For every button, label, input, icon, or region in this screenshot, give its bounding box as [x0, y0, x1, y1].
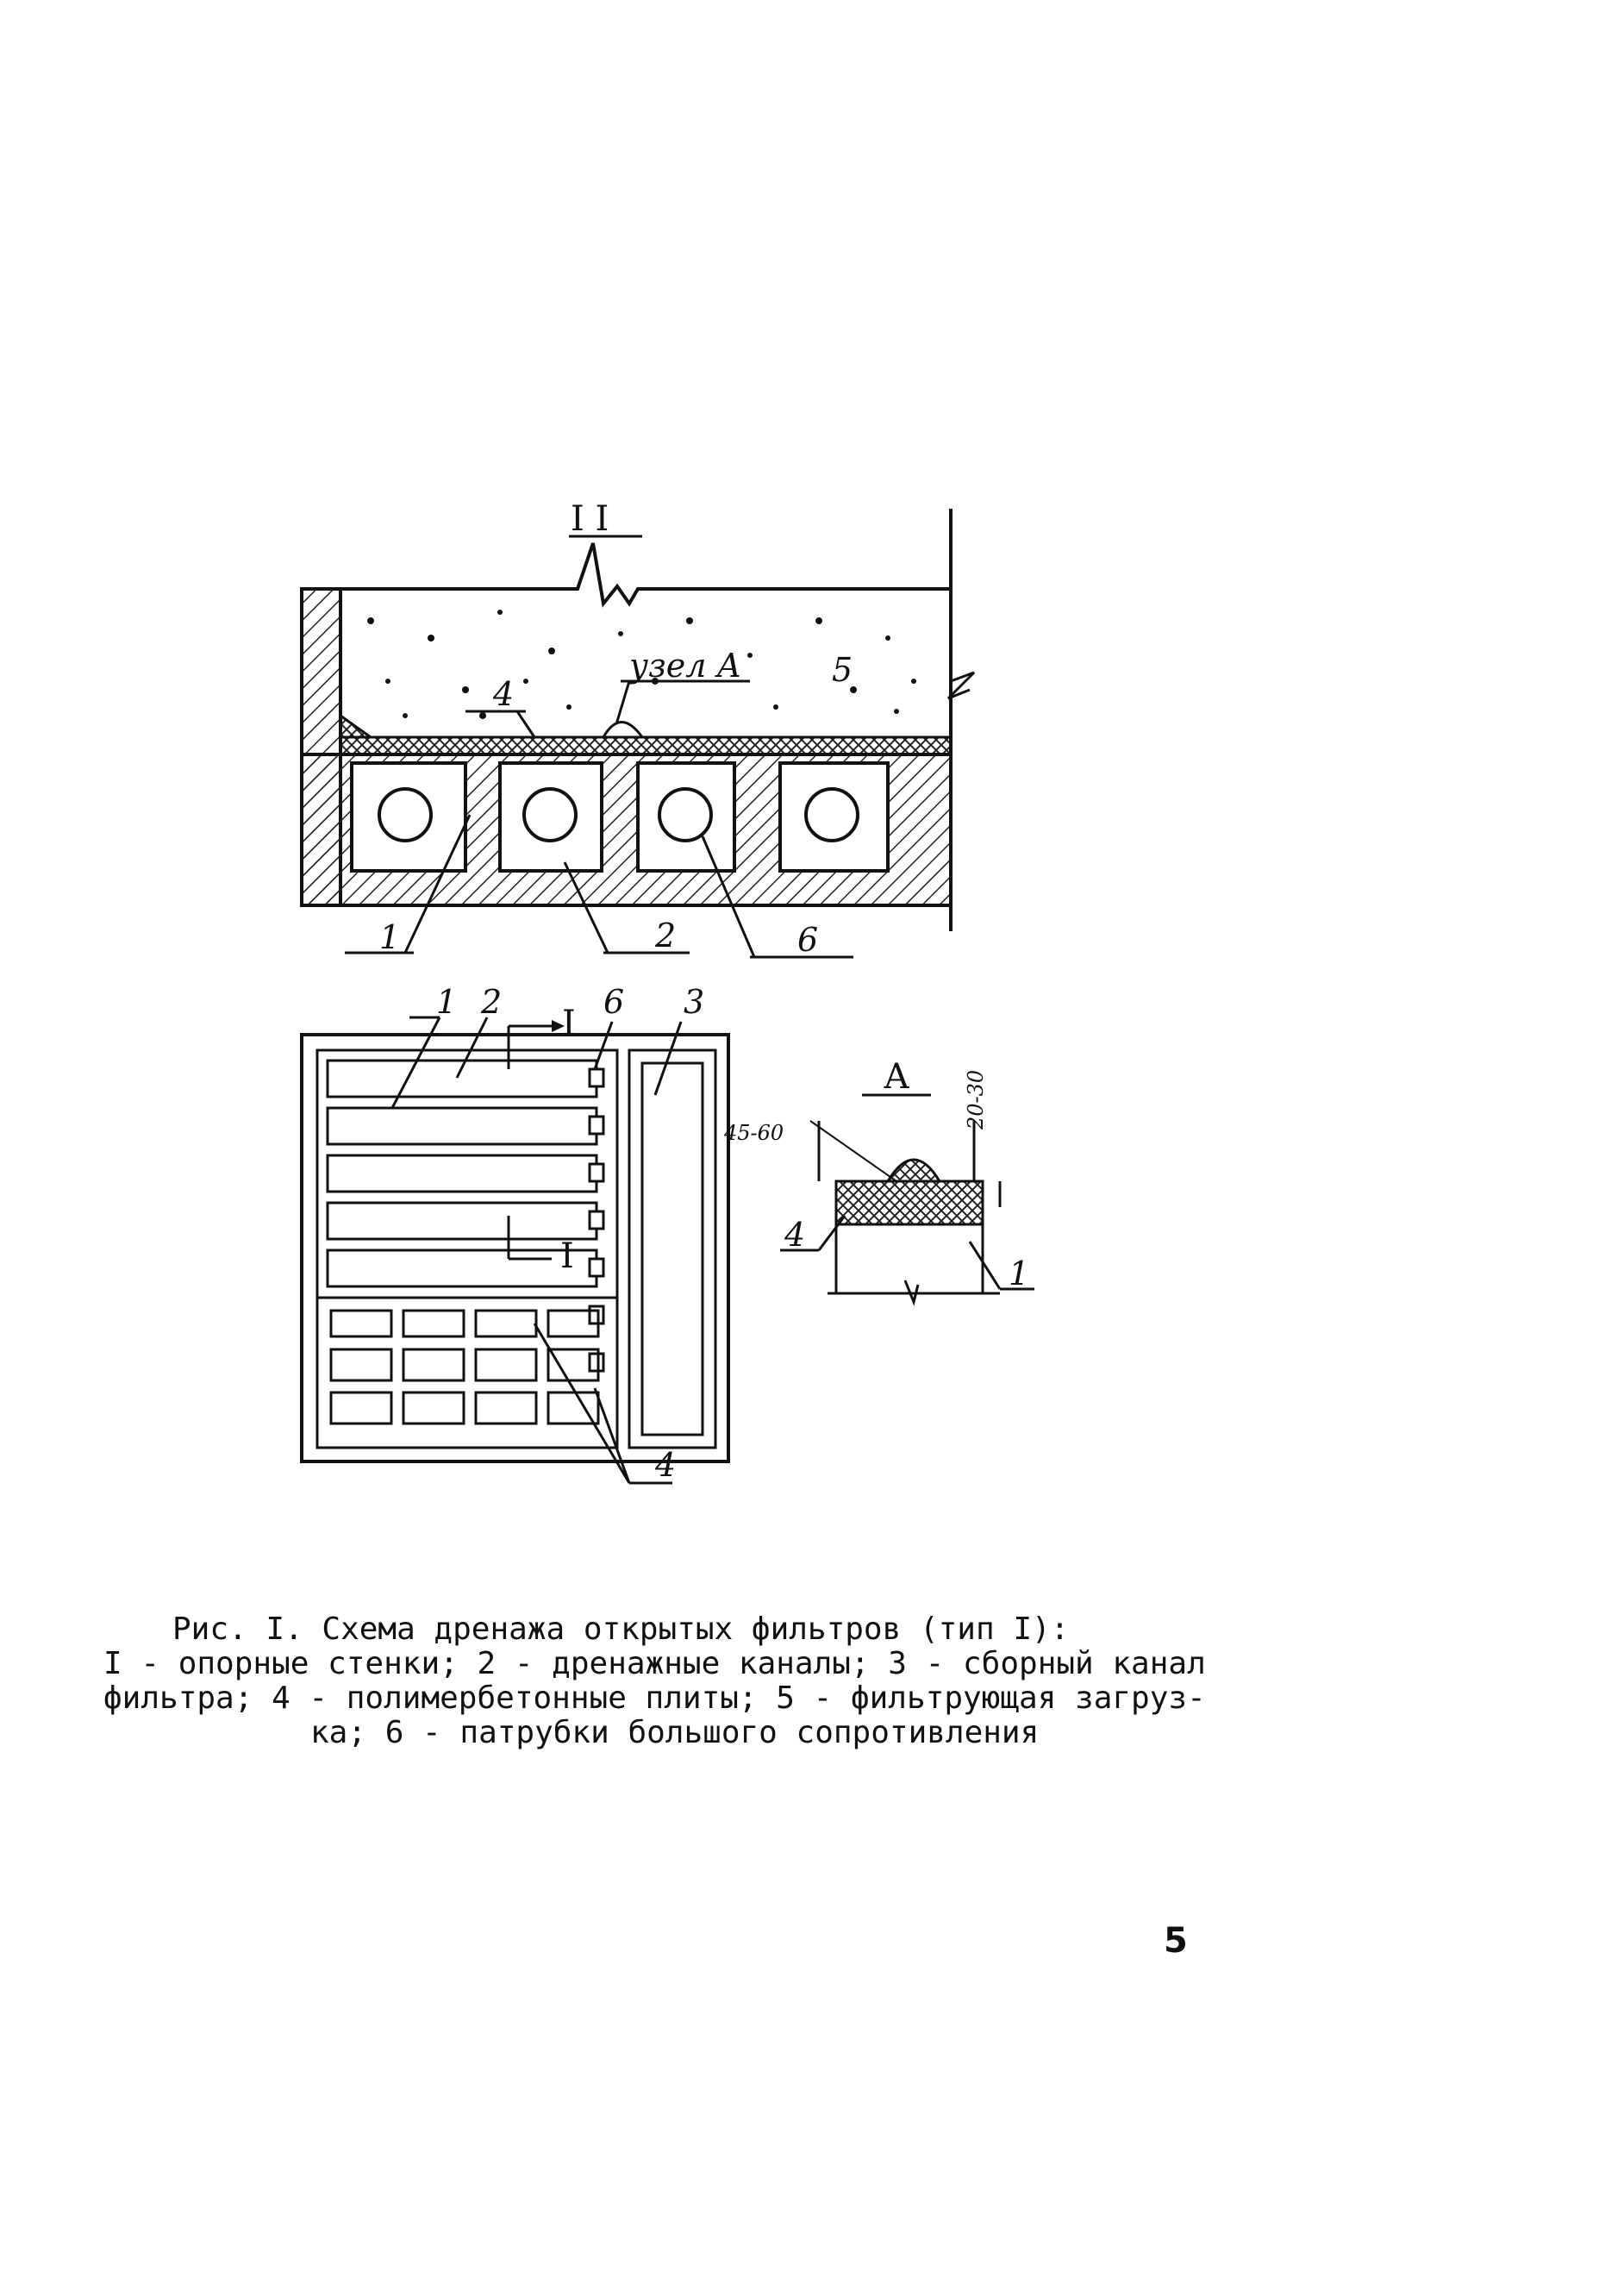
detail-a-title: А — [884, 1057, 909, 1097]
plan-view — [300, 1016, 730, 1485]
callout-6: 6 — [797, 921, 818, 959]
detail-callout-1: 1 — [1009, 1255, 1029, 1292]
plan-callout-6: 6 — [603, 983, 624, 1021]
figure-caption: Рис. I. Схема дренажа открытых фильтров … — [103, 1612, 1224, 1750]
dimension-width: 45-60 — [723, 1121, 784, 1145]
page-number: 5 — [1164, 1921, 1188, 1961]
caption-line-3: ка; 6 - патрубки большого сопротивления — [310, 1715, 1040, 1750]
dimension-height: 20-30 — [964, 1070, 988, 1130]
detail-callout-4: 4 — [784, 1216, 805, 1254]
caption-line-1: I - опорные стенки; 2 - дренажные каналы… — [103, 1646, 1206, 1681]
plan-section-mark-top: I — [562, 1004, 576, 1043]
callout-1: 1 — [379, 918, 400, 956]
section-view — [300, 509, 976, 959]
caption-title: Рис. I. Схема дренажа открытых фильтров … — [172, 1611, 1070, 1647]
plan-callout-2: 2 — [480, 983, 502, 1021]
node-a-label: узел А — [628, 647, 741, 685]
plan-callout-3: 3 — [684, 983, 704, 1021]
callout-2: 2 — [654, 917, 676, 954]
section-cut-label: I I — [571, 499, 609, 539]
callout-5: 5 — [832, 651, 853, 689]
callout-4: 4 — [492, 675, 514, 713]
detail-a — [780, 1093, 1034, 1306]
plan-callout-4: 4 — [654, 1446, 676, 1484]
plan-callout-1: 1 — [436, 983, 457, 1021]
plan-section-mark-bottom: I — [560, 1236, 574, 1276]
caption-line-2: фильтра; 4 - полимербетонные плиты; 5 - … — [103, 1680, 1206, 1716]
